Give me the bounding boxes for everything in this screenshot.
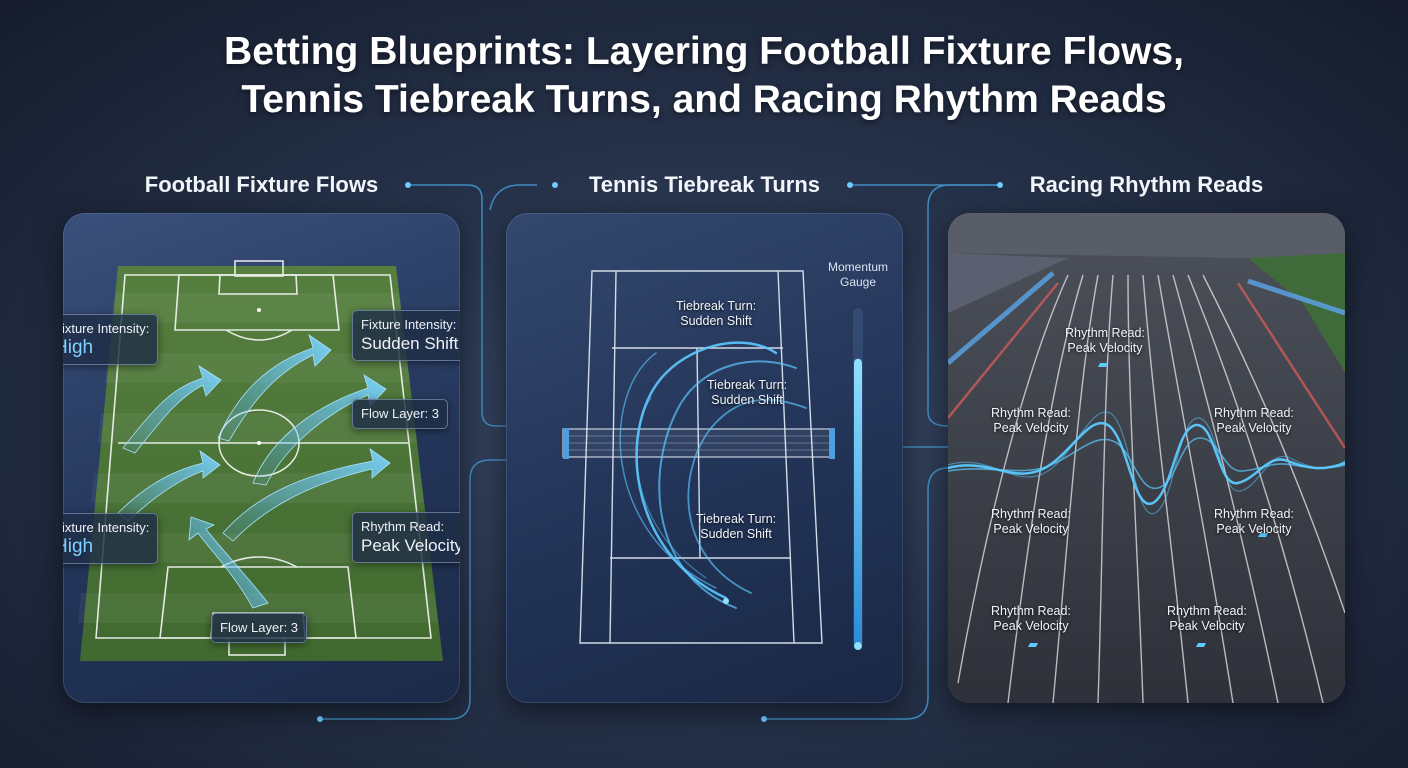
tag-value: High [63,536,94,557]
football-tag-flow-layer-2: Flow Layer: 3 [211,613,308,643]
tag-key: Fixture Intensity: [63,520,150,535]
racing-label-1: Rhythm Read: Peak Velocity [1065,326,1145,356]
label-line1: Rhythm Read: [1214,406,1294,420]
title-line-1: Betting Blueprints: Layering Football Fi… [224,30,1184,73]
tag-key: Fixture Intensity: [361,317,457,332]
momentum-gauge-fill [854,358,862,646]
label-line2: Sudden Shift [700,527,772,541]
racing-panel: Rhythm Read: Peak Velocity Rhythm Read: … [948,213,1345,703]
football-tag-rhythm-read: Rhythm Read: Peak Velocity [352,512,460,563]
tennis-heading: Tennis Tiebreak Turns [588,172,821,197]
racing-heading: Racing Rhythm Reads [1029,172,1264,197]
label-line2: Peak Velocity [1216,421,1292,435]
tennis-label-1: Tiebreak Turn: Sudden Shift [676,299,756,329]
racing-track [948,213,1345,703]
label-line2: Sudden Shift [680,314,752,328]
football-tag-fixture-intensity-3: Fixture Intensity: High [63,513,159,564]
label-line2: Peak Velocity [1169,619,1245,633]
tennis-label-3: Tiebreak Turn: Sudden Shift [696,512,776,542]
racing-label-2: Rhythm Read: Peak Velocity [991,406,1071,436]
label-line1: Tiebreak Turn: [707,378,788,392]
label-line1: Tiebreak Turn: [696,512,777,526]
label-line1: Rhythm Read: [991,406,1071,420]
tag-value: High [63,337,94,358]
football-tag-fixture-intensity-2: Fixture Intensity: Sudden Shift [352,310,460,361]
tennis-panel: Momentum Gauge Tiebreak Turn: Sudden Shi… [506,213,903,703]
football-tag-flow-layer-1: Flow Layer: 3 [352,399,449,429]
title-line-2: Tennis Tiebreak Turns, and Racing Rhythm… [241,78,1167,121]
label-line2: Peak Velocity [993,421,1069,435]
momentum-gauge-label: Momentum Gauge [827,260,889,289]
label-line2: Sudden Shift [711,393,783,407]
racing-label-4: Rhythm Read: Peak Velocity [991,507,1071,537]
tag-value: Sudden Shift [361,334,459,353]
tennis-court [562,270,863,650]
page-title: Betting Blueprints: Layering Football Fi… [0,28,1408,124]
football-pitch [78,260,443,661]
racing-label-6: Rhythm Read: Peak Velocity [991,604,1071,634]
tag-value: Peak Velocity [361,536,460,555]
label-line2: Peak Velocity [1216,522,1292,536]
tag-key: Rhythm Read: [361,519,445,534]
label-line2: Peak Velocity [993,522,1069,536]
label-line1: Rhythm Read: [991,507,1071,521]
football-panel: Fixture Intensity: High Fixture Intensit… [63,213,460,703]
football-tag-fixture-intensity-1: Fixture Intensity: High [63,314,159,365]
racing-label-7: Rhythm Read: Peak Velocity [1167,604,1247,634]
label-line2: Peak Velocity [1067,341,1143,355]
label-line1: Rhythm Read: [1065,326,1145,340]
tennis-label-2: Tiebreak Turn: Sudden Shift [707,378,787,408]
label-line1: Tiebreak Turn: [676,299,757,313]
tag-key: Fixture Intensity: [63,321,150,336]
football-heading: Football Fixture Flows [144,172,379,197]
racing-label-3: Rhythm Read: Peak Velocity [1214,406,1294,436]
racing-label-5: Rhythm Read: Peak Velocity [1214,507,1294,537]
label-line1: Rhythm Read: [1167,604,1247,618]
label-line1: Rhythm Read: [1214,507,1294,521]
label-line1: Rhythm Read: [991,604,1071,618]
label-line2: Peak Velocity [993,619,1069,633]
